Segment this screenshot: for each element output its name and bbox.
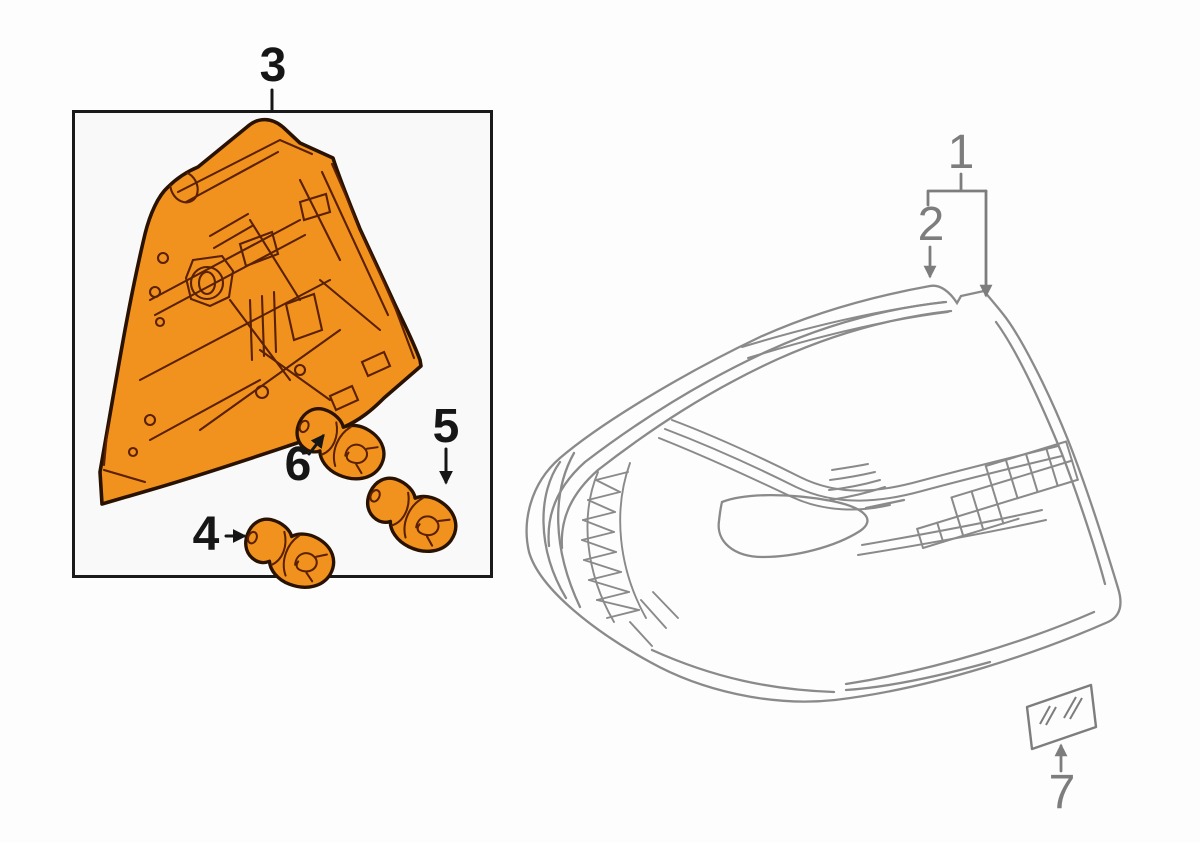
callout-leaders-black <box>224 88 453 543</box>
callout-5: 5 <box>432 400 460 453</box>
callout-2: 2 <box>917 198 945 251</box>
callout-6: 6 <box>284 438 312 491</box>
callout-1: 1 <box>947 126 975 179</box>
callout-7: 7 <box>1048 766 1076 819</box>
bulb-carrier-drawing <box>98 117 423 506</box>
label-plate-drawing <box>1025 683 1098 751</box>
callout-leaders-gray <box>923 172 1068 773</box>
callout-4: 4 <box>192 508 220 561</box>
lens-hatch-band <box>581 462 679 647</box>
leader-arrow-6 <box>307 433 325 456</box>
lens-grid-texture <box>916 440 1079 549</box>
lens-drawing <box>525 284 1122 703</box>
callout-3: 3 <box>259 39 287 92</box>
leader-bracket-1 <box>926 172 988 207</box>
lens-outline <box>525 284 1122 703</box>
lens-reflector <box>717 493 869 559</box>
carrier-molding-details <box>102 138 416 484</box>
